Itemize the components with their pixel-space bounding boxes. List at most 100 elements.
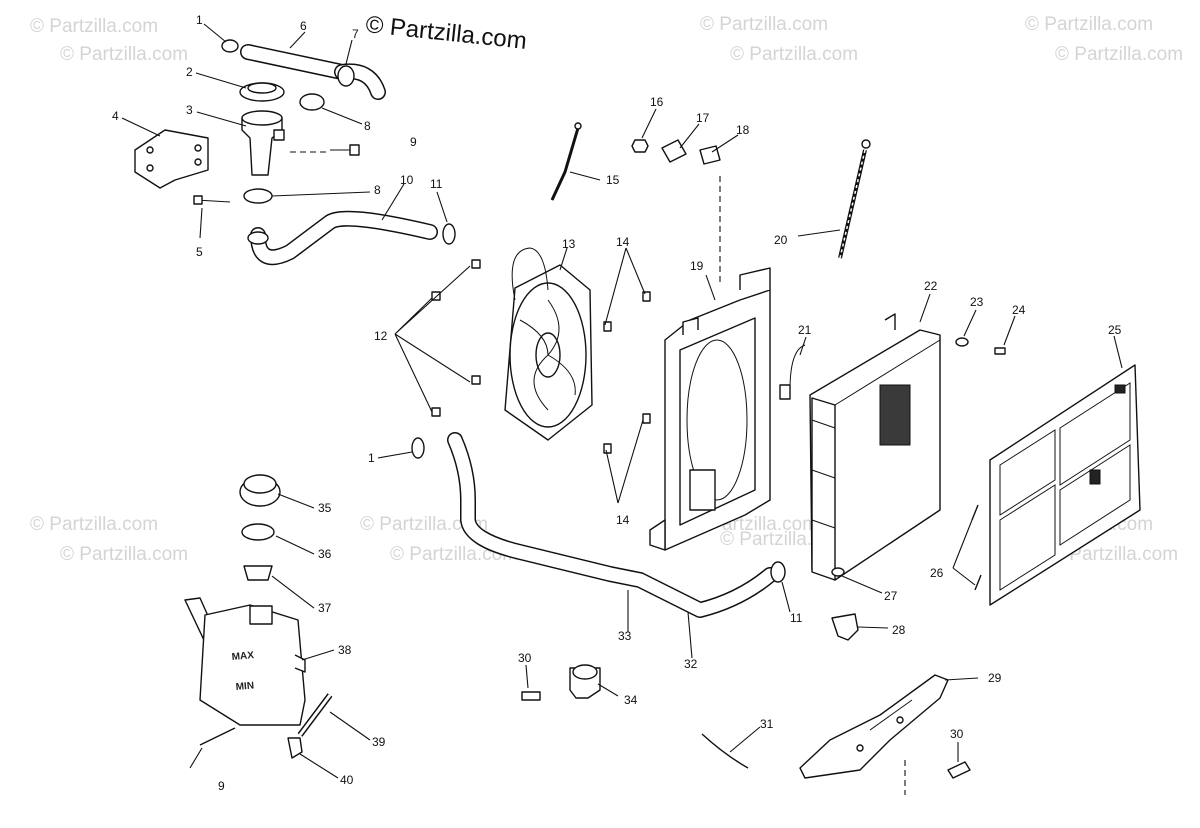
callout-26: 26 [930,566,944,580]
watermark-mid-center: © Partzilla.com [360,514,488,535]
watermark-mid-left: © Partzilla.com [30,514,158,535]
callout-10: 10 [400,173,414,187]
callout-13: 13 [562,237,576,251]
callout-21: 21 [798,323,812,337]
tank-min-mark: MIN [235,680,254,693]
callout-33: 33 [618,629,632,643]
callout-39: 39 [372,735,386,749]
watermark-mid-center-2: © Partzilla.com [390,544,518,565]
callout-5: 5 [196,245,203,259]
callout-16: 16 [650,95,664,109]
callout-24: 24 [1012,303,1026,317]
radiator-screen-25 [989,364,1141,606]
callout-17: 17 [696,111,710,125]
cooling-fan-13 [504,247,593,441]
callout-34: 34 [624,693,638,707]
watermark-top-left-2: © Partzilla.com [60,44,188,65]
screw-9-lower [199,727,236,746]
callout-30-left: 30 [518,651,532,665]
hose-clamp-1 [221,39,239,53]
callout-28: 28 [892,623,906,637]
watermark-top-left: © Partzilla.com [30,16,158,37]
sensor-wire-15 [550,122,582,201]
callout-14-top: 14 [616,235,630,249]
callout-numbers: 1 2 3 4 5 6 7 8 8 9 10 11 12 13 14 14 15… [112,13,1122,793]
sender-wire-21 [789,344,806,391]
watermark-right-2: © Partzilla.com [1050,544,1178,565]
fitting-40 [287,737,303,759]
fan-shroud-19 [649,175,771,551]
screw-24 [994,347,1006,355]
callout-6: 6 [300,19,307,33]
adapter-37 [243,565,273,581]
leader-lines [121,23,1123,779]
watermark-top-center-2: © Partzilla.com [730,44,858,65]
callout-36: 36 [318,547,332,561]
callout-22: 22 [924,279,938,293]
callout-7: 7 [352,27,359,41]
watermark-top-center: © Partzilla.com [700,14,828,35]
hose-clamp-1-lower [411,437,425,459]
callout-12: 12 [374,329,388,343]
callout-30-right: 30 [950,727,964,741]
callout-27: 27 [884,589,898,603]
callout-3: 3 [186,103,193,117]
bolt-30-left [521,691,541,701]
temp-probe-20 [838,139,871,259]
callout-37: 37 [318,601,332,615]
bolt-30-right [947,761,971,779]
filler-neck-3 [241,117,283,176]
callout-32: 32 [684,657,698,671]
bracket-4 [134,129,209,189]
callout-38: 38 [338,643,352,657]
hose-clamp-11-lower [770,561,786,583]
callout-1-top: 1 [196,13,203,27]
callout-4: 4 [112,109,119,123]
grommet-17 [661,139,687,163]
wire-31 [701,733,749,769]
callout-40: 40 [340,773,354,787]
parts-30-31-34 [521,664,971,779]
radiator-22 [779,313,941,581]
callout-31: 31 [760,717,774,731]
vent-hose-39 [298,694,332,736]
hose-clamp-8-top [299,93,325,111]
grommet-28 [831,613,859,641]
callout-14-bottom: 14 [616,513,630,527]
callout-11-top: 11 [430,177,443,191]
callout-18: 18 [736,123,750,137]
screw-9-top [349,144,360,156]
nut-16 [631,139,649,153]
callout-2: 2 [186,65,193,79]
callout-15: 15 [606,173,620,187]
callout-8-top: 8 [364,119,371,133]
callout-20: 20 [774,233,788,247]
clips-26 [971,504,982,591]
callout-19: 19 [690,259,704,273]
watermark-mid-left-2: © Partzilla.com [60,544,188,565]
filler-neck-assembly [134,39,456,266]
hose-clamp-11-top [442,223,456,245]
callout-11-lower: 11 [790,611,803,625]
tank-max-mark: MAX [231,650,254,663]
callout-1-lower: 1 [368,451,375,465]
screw-5 [193,195,203,205]
callout-9-lower: 9 [218,779,225,793]
lower-hose-32-33 [411,432,786,618]
washer-23 [955,337,969,347]
screws-12 [431,259,481,417]
drain-plug-27 [831,567,845,577]
hardware-23-24 [955,337,1006,355]
watermark-top-right: © Partzilla.com [1025,14,1153,35]
callout-29: 29 [988,671,1002,685]
callout-9-top: 9 [410,135,417,149]
watermark-main: © Partzilla.com [364,11,528,55]
callout-35: 35 [318,501,332,515]
callout-8-bottom: 8 [374,183,381,197]
callout-23: 23 [970,295,984,309]
bracket-29 [799,674,949,795]
mounts-16-17-18 [631,139,721,165]
hose-clamp-8-bottom [243,188,273,204]
callout-25: 25 [1108,323,1122,337]
